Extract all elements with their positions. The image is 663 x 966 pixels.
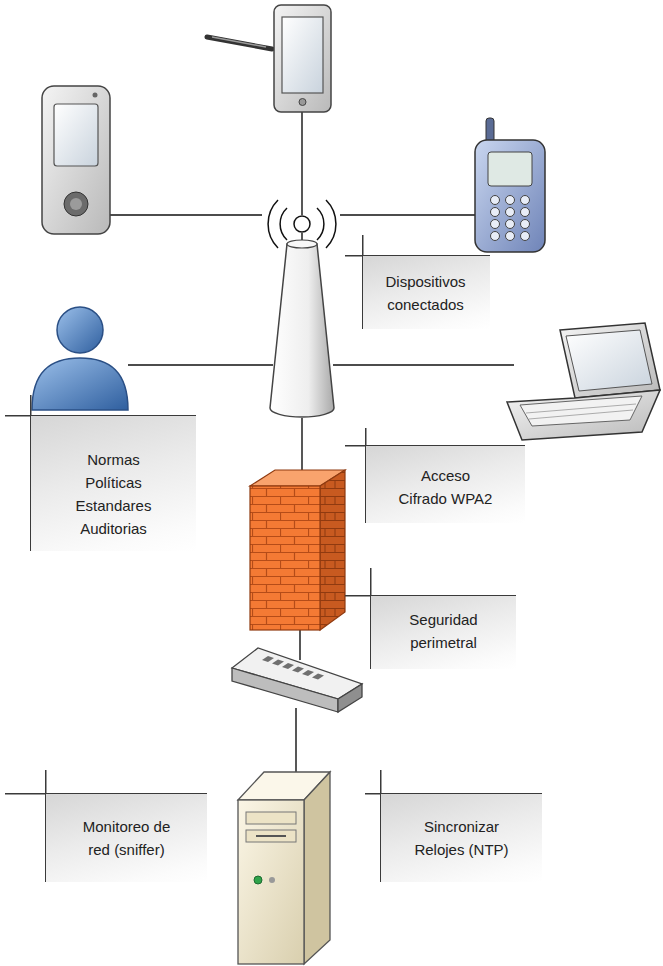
pda-icon xyxy=(70,198,82,210)
laptop-icon xyxy=(526,404,636,419)
network-wire xyxy=(110,214,262,215)
firewall-icon xyxy=(250,470,345,630)
phone-icon xyxy=(521,232,530,241)
firewall-icon xyxy=(250,486,320,630)
network-wire xyxy=(301,112,302,215)
phone-icon xyxy=(488,152,532,186)
stylus-icon xyxy=(207,37,272,49)
phone-icon xyxy=(475,118,545,252)
callout-label: Acceso Cifrado WPA2 xyxy=(397,464,495,510)
phone-icon xyxy=(506,232,515,241)
tablet-icon xyxy=(299,99,306,106)
wireless-symbol xyxy=(280,208,287,240)
user-icon xyxy=(57,307,103,353)
server-icon xyxy=(246,830,296,842)
callout-label: Monitoreo de red (sniffer) xyxy=(71,815,183,861)
callout-leader xyxy=(5,235,381,794)
access-point-icon xyxy=(270,244,334,417)
tablet-icon xyxy=(282,17,323,93)
switch-port xyxy=(272,660,284,666)
wireless-symbol xyxy=(294,216,310,232)
callout-leader xyxy=(5,395,31,416)
stylus-icon xyxy=(212,37,266,47)
switch-port xyxy=(312,674,324,680)
laptop-icon xyxy=(560,323,660,398)
phone-icon xyxy=(506,196,515,205)
network-wire xyxy=(340,214,476,215)
pda-icon xyxy=(93,93,98,98)
switch-icon xyxy=(232,668,338,712)
laptop-icon xyxy=(507,390,660,440)
phone-icon xyxy=(475,140,545,252)
switch-icon xyxy=(338,684,362,712)
callout-box: Dispositivos conectados xyxy=(362,255,490,329)
callout-label: Sincronizar Relojes (NTP) xyxy=(412,815,512,861)
user-icon xyxy=(32,358,128,410)
laptop-icon xyxy=(520,396,642,426)
pda-icon xyxy=(42,86,110,234)
switch-port xyxy=(292,667,304,673)
server-icon xyxy=(238,800,304,964)
callout-leader xyxy=(365,770,381,794)
callout-box: Monitoreo de red (sniffer) xyxy=(45,793,207,882)
phone-icon xyxy=(506,208,515,217)
phone-icon xyxy=(491,208,500,217)
callout-leader xyxy=(345,428,366,446)
server-icon xyxy=(254,876,262,884)
network-wire xyxy=(299,630,300,660)
switch-port xyxy=(262,656,274,662)
server-icon xyxy=(256,835,286,837)
wireless-symbol xyxy=(268,200,278,248)
switch-icon xyxy=(262,656,324,680)
callout-leader xyxy=(345,235,363,256)
phone-icon xyxy=(491,232,500,241)
network-wire xyxy=(128,364,273,365)
network-wire xyxy=(295,708,296,776)
phone-icon xyxy=(521,220,530,229)
callout-label: Dispositivos conectados xyxy=(376,270,476,316)
phone-icon xyxy=(521,196,530,205)
pda-icon xyxy=(64,192,88,216)
laptop-icon xyxy=(566,330,652,391)
user-icon xyxy=(32,307,128,410)
network-wire xyxy=(301,418,302,476)
network-wire xyxy=(333,364,514,365)
stylus-icon xyxy=(207,37,272,49)
callout-label: Normas Políticas Estandares Auditorias xyxy=(58,448,170,540)
callout-box: Seguridad perimetral xyxy=(370,595,516,669)
tablet-icon xyxy=(274,5,331,112)
phone-icon xyxy=(491,196,500,205)
phone-icon xyxy=(491,220,500,229)
server-icon xyxy=(246,812,296,824)
access-point-icon xyxy=(270,240,334,417)
server-icon xyxy=(238,772,330,964)
server-icon xyxy=(304,772,330,964)
phone-icon xyxy=(491,196,530,241)
tablet-icon xyxy=(274,5,331,112)
pda-icon xyxy=(42,86,110,234)
pda-icon xyxy=(54,104,98,166)
switch-port xyxy=(302,670,314,676)
wireless-symbol xyxy=(317,208,324,240)
callout-leader xyxy=(345,568,371,596)
wireless-symbol xyxy=(326,200,336,248)
firewall-icon xyxy=(320,470,345,630)
callout-leader xyxy=(5,770,46,794)
access-point-icon xyxy=(287,240,317,248)
wireless-symbol xyxy=(268,200,336,248)
callout-box: Acceso Cifrado WPA2 xyxy=(365,445,525,523)
phone-icon xyxy=(506,220,515,229)
switch-port xyxy=(282,663,294,669)
callout-box: Sincronizar Relojes (NTP) xyxy=(380,793,542,882)
laptop-icon xyxy=(507,323,660,440)
switch-icon xyxy=(232,648,362,712)
phone-icon xyxy=(521,208,530,217)
callout-label: Seguridad perimetral xyxy=(404,608,484,654)
server-icon xyxy=(269,877,275,883)
callout-box: Normas Políticas Estandares Auditorias xyxy=(30,415,196,551)
